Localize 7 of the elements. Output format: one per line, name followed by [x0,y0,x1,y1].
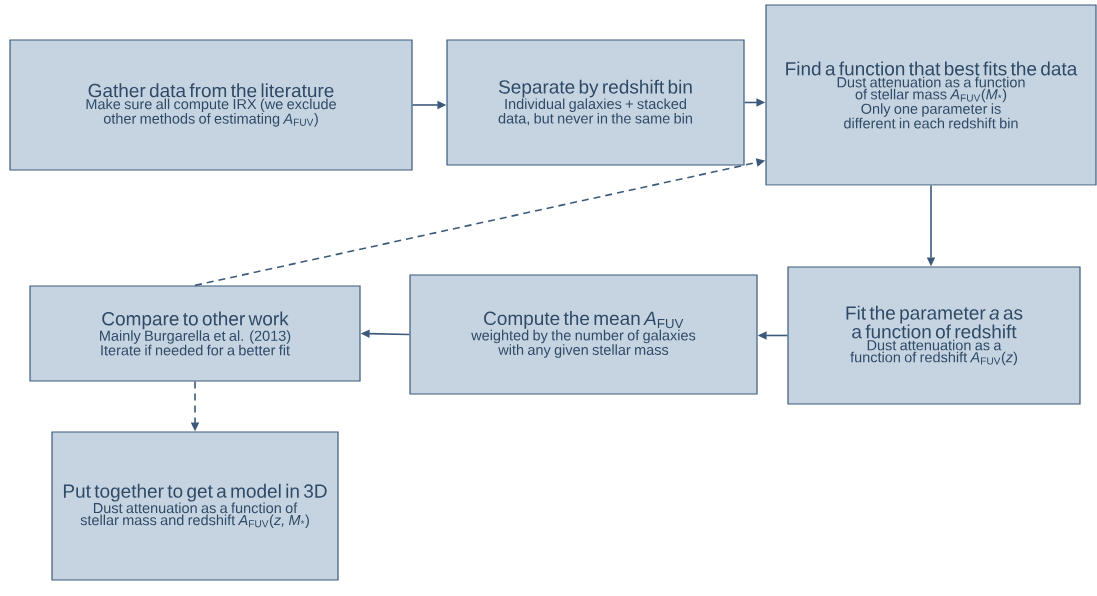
process-box: Compute the mean A$_{FUV}$ weighted by the number of galaxies with any given stellar mass [409,274,758,395]
process-box: Compare to other work Mainly Burgarella et al. (2013) Iterate if needed for a better fit [29,285,361,382]
process-box: Find a function that best fits the data Dust attenuation as a function of stellar mass A$_{FUV}$(M$_{*}$) Only one parameter is different in each redshift bin [765,4,1097,186]
process-box: Gather data from the literature Make sure all compute IRX (we exclude other methods of estimating A$_{FUV}$) [9,39,413,171]
process-box: Put together to get a model in 3D Dust attenuation as a function of stellar mass and redshift A$_{FUV}$(z, M$_{*}$) [51,431,339,581]
process-box: Fit the parameter a as a function of redshift Dust attenuation as a function of redshift A$_{FUV}$(z) [787,266,1081,405]
process-box: Separate by redshift bin Individual galaxies + stacked data, but never in the same bin [446,39,745,166]
